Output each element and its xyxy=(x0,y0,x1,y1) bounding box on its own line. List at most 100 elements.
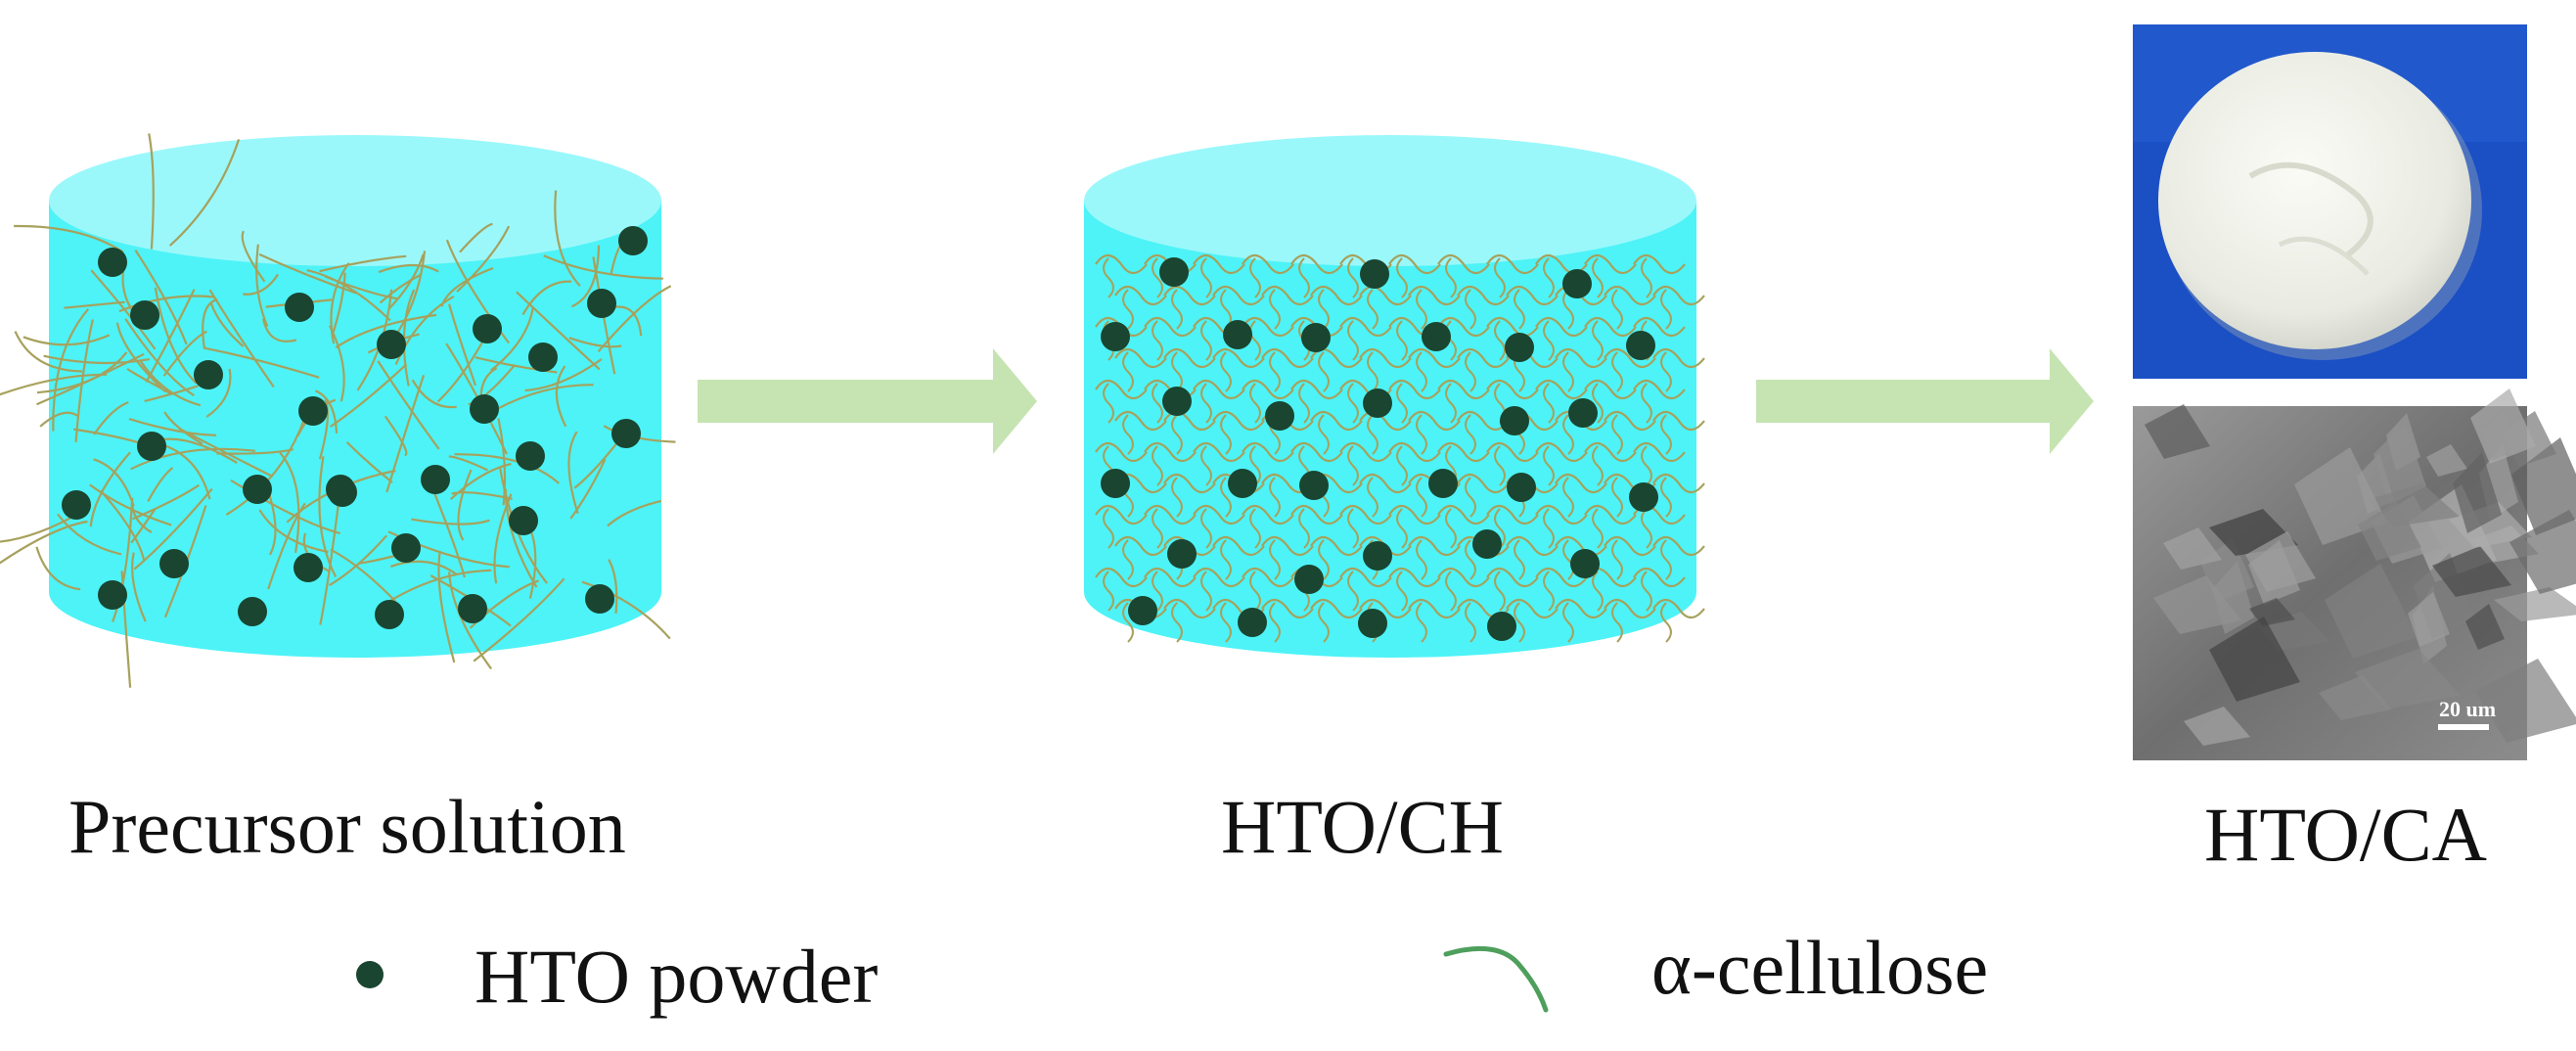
cellulose-fiber xyxy=(1200,383,1212,424)
cellulose-fiber xyxy=(124,318,195,397)
hto-particle xyxy=(1301,323,1331,352)
hto-particle xyxy=(98,248,127,277)
cellulose-fiber xyxy=(202,297,218,349)
hto-particle xyxy=(285,293,314,322)
cellulose-fiber xyxy=(543,254,663,280)
cellulose-fiber xyxy=(1220,414,1232,455)
cellulose-fiber xyxy=(1445,508,1457,549)
hto-particle xyxy=(458,594,487,623)
particle-icon xyxy=(356,961,384,988)
cellulose-fiber xyxy=(1114,347,1167,369)
cellulose-fiber xyxy=(1652,347,1705,369)
cellulose-fiber xyxy=(1555,598,1607,619)
hto-particle xyxy=(1500,406,1529,435)
cellulose-fiber xyxy=(1220,351,1232,392)
cellulose-fiber xyxy=(1193,441,1245,463)
cellulose-fiber xyxy=(1310,285,1363,306)
cellulose-fiber xyxy=(1562,477,1574,518)
cellulose-fiber xyxy=(571,245,601,308)
cellulose-fiber xyxy=(1611,351,1623,392)
cellulose-fiber xyxy=(1592,571,1604,612)
cellulose-fiber xyxy=(1171,477,1183,518)
hto-particle xyxy=(1162,387,1192,416)
hto-particle xyxy=(1265,401,1294,431)
cellulose-fiber xyxy=(437,550,456,663)
sem-flake xyxy=(2209,617,2300,702)
cellulose-fiber xyxy=(1604,535,1656,557)
cellulose-fiber xyxy=(1269,539,1281,580)
cellulose-fiber xyxy=(1445,571,1457,612)
cellulose-fiber xyxy=(1318,289,1330,330)
hto-particle xyxy=(516,441,545,471)
cellulose-fiber xyxy=(318,398,330,460)
cellulose-fiber xyxy=(1437,567,1490,588)
cellulose-fiber xyxy=(1641,257,1652,298)
hto-particle xyxy=(1159,257,1189,287)
cellulose-fiber xyxy=(1347,257,1359,298)
cellulose-fiber xyxy=(389,560,458,575)
cellulose-fiber xyxy=(1457,347,1510,369)
cellulose-fiber xyxy=(1641,445,1652,486)
precursor-cylinder xyxy=(0,133,676,688)
cellulose-fiber xyxy=(90,269,157,350)
hto-particle xyxy=(1472,529,1502,559)
cellulose-fiber xyxy=(1396,320,1408,361)
cellulose-fiber xyxy=(1445,257,1457,298)
cellulose-fiber xyxy=(0,520,88,565)
cellulose-fiber xyxy=(1408,285,1461,306)
precursor-cylinder-body xyxy=(49,201,661,658)
cellulose-fiber xyxy=(1592,383,1604,424)
cellulose-fiber xyxy=(267,492,277,556)
cellulose-fiber xyxy=(1318,414,1330,455)
sem-flake xyxy=(2373,423,2426,505)
cellulose-fiber xyxy=(1249,320,1261,361)
sem-image xyxy=(2133,388,2576,760)
cellulose-fiber xyxy=(1660,414,1672,455)
cellulose-fiber xyxy=(411,518,490,526)
cellulose-fiber xyxy=(1242,316,1294,338)
cellulose-fiber xyxy=(554,190,581,287)
cellulose-fiber xyxy=(1486,253,1539,275)
cellulose-fiber xyxy=(1437,441,1490,463)
hto-particle xyxy=(1128,596,1157,625)
hto-particle xyxy=(1363,388,1392,418)
cellulose-fiber xyxy=(1261,535,1314,557)
cellulose-fiber xyxy=(154,287,198,385)
cellulose-fiber xyxy=(1388,379,1441,400)
cellulose-fiber xyxy=(14,224,124,253)
cellulose-fiber xyxy=(145,289,196,384)
cellulose-fiber xyxy=(1562,351,1574,392)
cellulose-fiber xyxy=(1611,477,1623,518)
sem-flake xyxy=(2325,564,2418,659)
cellulose-fiber xyxy=(74,319,94,442)
cellulose-fiber xyxy=(1212,410,1265,432)
cellulose-fiber xyxy=(411,379,457,409)
hto-particle xyxy=(238,597,267,626)
cellulose-fiber xyxy=(1611,289,1623,330)
cellulose-fiber xyxy=(1641,571,1652,612)
cellulose-fiber xyxy=(1465,289,1476,330)
cellulose-fiber xyxy=(1310,598,1363,619)
cellulose-fiber xyxy=(1347,571,1359,612)
cellulose-fiber xyxy=(1269,602,1281,643)
hto-particle xyxy=(1626,331,1655,360)
cellulose-fiber xyxy=(255,244,269,327)
cellulose-fiber xyxy=(162,330,207,377)
hto-particle xyxy=(1238,608,1267,637)
hto-particle xyxy=(294,553,323,582)
cellulose-fiber xyxy=(1171,414,1183,455)
cellulose-fiber xyxy=(459,222,493,253)
cellulose-fiber xyxy=(1416,289,1427,330)
cellulose-fiber xyxy=(1543,571,1555,612)
cellulose-fiber xyxy=(1249,257,1261,298)
cellulose-fiber xyxy=(1249,508,1261,549)
cellulose-fiber xyxy=(1465,477,1476,518)
cellulose-fiber xyxy=(1584,441,1637,463)
cellulose-fiber xyxy=(1592,320,1604,361)
cellulose-fiber xyxy=(567,431,579,515)
cellulose-fiber xyxy=(1506,285,1559,306)
cellulose-fiber xyxy=(1562,414,1574,455)
cellulose-fiber xyxy=(1152,571,1163,612)
cellulose-fiber xyxy=(1457,473,1510,494)
cellulose-fiber xyxy=(1242,253,1294,275)
